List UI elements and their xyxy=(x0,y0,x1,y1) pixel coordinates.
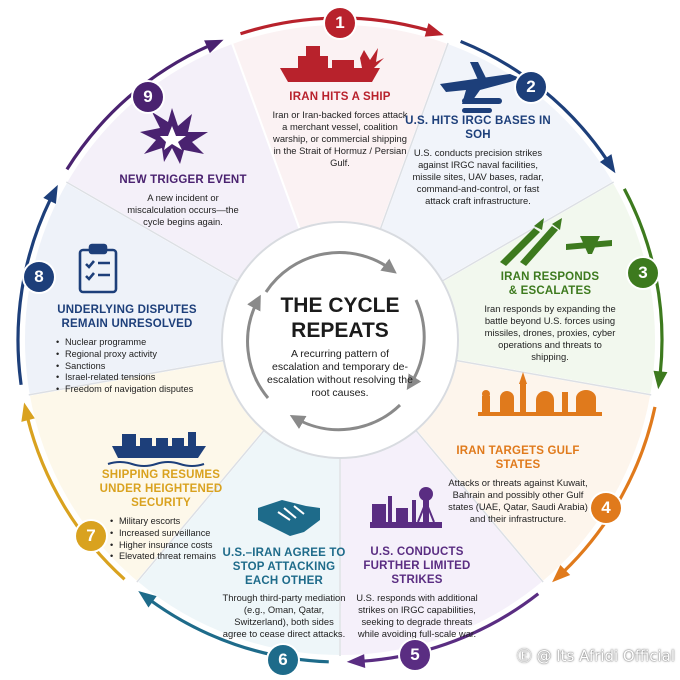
ring-arc-4 xyxy=(562,406,657,573)
ring-arc-6 xyxy=(149,599,329,664)
ring-arc-5 xyxy=(362,592,540,663)
step-5-badge: 5 xyxy=(400,640,430,670)
step-3-description: Iran responds by expanding the battle be… xyxy=(484,303,616,362)
step-3-title: IRAN RESPONDS & ESCALATES xyxy=(500,271,600,297)
step-4-badge: 4 xyxy=(591,493,621,523)
step-4-title: IRAN TARGETS GULF STATES xyxy=(456,445,580,471)
step-8-badge: 8 xyxy=(24,262,54,292)
step-1-badge: 1 xyxy=(325,8,355,38)
ring-arrowhead xyxy=(43,184,58,204)
list-item: Elevated threat remains xyxy=(110,551,236,563)
segment-divider xyxy=(415,429,544,583)
center-circle xyxy=(221,221,459,459)
handshake-icon xyxy=(258,500,320,536)
segment-divider xyxy=(441,181,615,282)
step-5-description: U.S. responds with additional strikes on… xyxy=(356,592,478,639)
ring-arrowhead xyxy=(21,402,35,422)
ring-arc-7 xyxy=(26,417,126,581)
cycle-arrow-left xyxy=(246,294,270,399)
cycle-arrow-bottom xyxy=(289,403,402,432)
fighter-jet-missiles-icon xyxy=(440,62,520,113)
ring-arc-8 xyxy=(16,198,53,386)
segment-divider xyxy=(379,42,449,230)
explosion-burst-icon xyxy=(140,108,208,164)
step-5-title: U.S. CONDUCTS FURTHER LIMITED STRIKES xyxy=(363,546,471,586)
list-item: Nuclear programme xyxy=(56,337,202,349)
segment-icons xyxy=(78,46,612,536)
step-4-text: IRAN TARGETS GULF STATES Attacks or thre… xyxy=(448,444,588,525)
step-9-badge: 9 xyxy=(133,82,163,112)
list-item: Increased surveillance xyxy=(110,528,236,540)
step-3-text: IRAN RESPONDS & ESCALATES Iran responds … xyxy=(480,270,620,363)
step-7-list: Military escorts Increased surveillance … xyxy=(110,516,236,563)
center-description: A recurring pattern of escalation and te… xyxy=(267,348,413,399)
segment-divider xyxy=(65,181,239,282)
step-6-description: Through third-party mediation (e.g., Oma… xyxy=(222,592,346,639)
list-item: Sanctions xyxy=(56,361,202,373)
segment-divider xyxy=(456,359,652,396)
step-8-text: UNDERLYING DISPUTES REMAIN UNRESOLVED Nu… xyxy=(52,303,202,396)
step-9-title: NEW TRIGGER EVENT xyxy=(119,174,247,186)
ring-arrowhead xyxy=(653,370,668,390)
ring-arc-9 xyxy=(65,44,210,171)
step-4-description: Attacks or threats against Kuwait, Bahra… xyxy=(448,477,588,524)
ring-arrowhead xyxy=(552,565,571,583)
center-cycle-arrows xyxy=(246,251,426,432)
cargo-ship-icon xyxy=(107,432,206,467)
step-9-description: A new incident or miscalculation occurs—… xyxy=(127,192,239,227)
ring-arrowhead xyxy=(599,154,616,174)
step-3-badge: 3 xyxy=(628,258,658,288)
step-1-description: Iran or Iran-backed forces attack a merc… xyxy=(272,109,408,168)
step-9-text: NEW TRIGGER EVENT A new incident or misc… xyxy=(118,173,248,228)
step-7-text: SHIPPING RESUMES UNDER HEIGHTENED SECURI… xyxy=(86,468,236,563)
step-2-description: U.S. conducts precision strikes against … xyxy=(412,147,544,206)
ring-arrowhead xyxy=(138,590,157,608)
industrial-facility-icon xyxy=(370,487,442,528)
step-8-list: Nuclear programme Regional proxy activit… xyxy=(56,337,202,396)
step-2-title: U.S. HITS IRGC BASES IN SOH xyxy=(405,115,551,141)
missiles-drone-icon xyxy=(500,218,612,266)
watermark: Ⓔ @ Its Afridi Official xyxy=(516,647,675,665)
step-8-title: UNDERLYING DISPUTES REMAIN UNRESOLVED xyxy=(57,304,197,330)
cycle-arrow-right xyxy=(406,299,426,391)
list-item: Military escorts xyxy=(110,516,236,528)
step-1-title: IRAN HITS A SHIP xyxy=(289,91,391,103)
list-item: Higher insurance costs xyxy=(110,540,236,552)
step-6-title: U.S.–IRAN AGREE TO STOP ATTACKING EACH O… xyxy=(222,547,346,587)
step-2-text: U.S. HITS IRGC BASES IN SOH U.S. conduct… xyxy=(405,114,551,207)
list-item: Regional proxy activity xyxy=(56,349,202,361)
list-item: Freedom of navigation disputes xyxy=(56,384,202,396)
burning-ship-icon xyxy=(280,46,384,82)
step-7-badge: 7 xyxy=(76,521,106,551)
center-title: THE CYCLE REPEATS xyxy=(280,294,400,342)
list-item: Israel-related tensions xyxy=(56,372,202,384)
step-6-text: U.S.–IRAN AGREE TO STOP ATTACKING EACH O… xyxy=(222,546,346,640)
ring-arrowhead xyxy=(204,39,224,54)
cycle-arrow-top xyxy=(264,251,397,293)
step-6-badge: 6 xyxy=(268,645,298,675)
gulf-skyline-icon xyxy=(478,372,602,416)
step-5-text: U.S. CONDUCTS FURTHER LIMITED STRIKES U.… xyxy=(352,545,482,640)
step-7-title: SHIPPING RESUMES UNDER HEIGHTENED SECURI… xyxy=(99,469,223,509)
ring-arrowhead xyxy=(346,654,366,669)
ring-arrowhead xyxy=(424,23,444,37)
step-1-text: IRAN HITS A SHIP Iran or Iran-backed for… xyxy=(272,90,408,169)
clipboard-checklist-icon xyxy=(78,243,118,294)
step-2-badge: 2 xyxy=(516,72,546,102)
